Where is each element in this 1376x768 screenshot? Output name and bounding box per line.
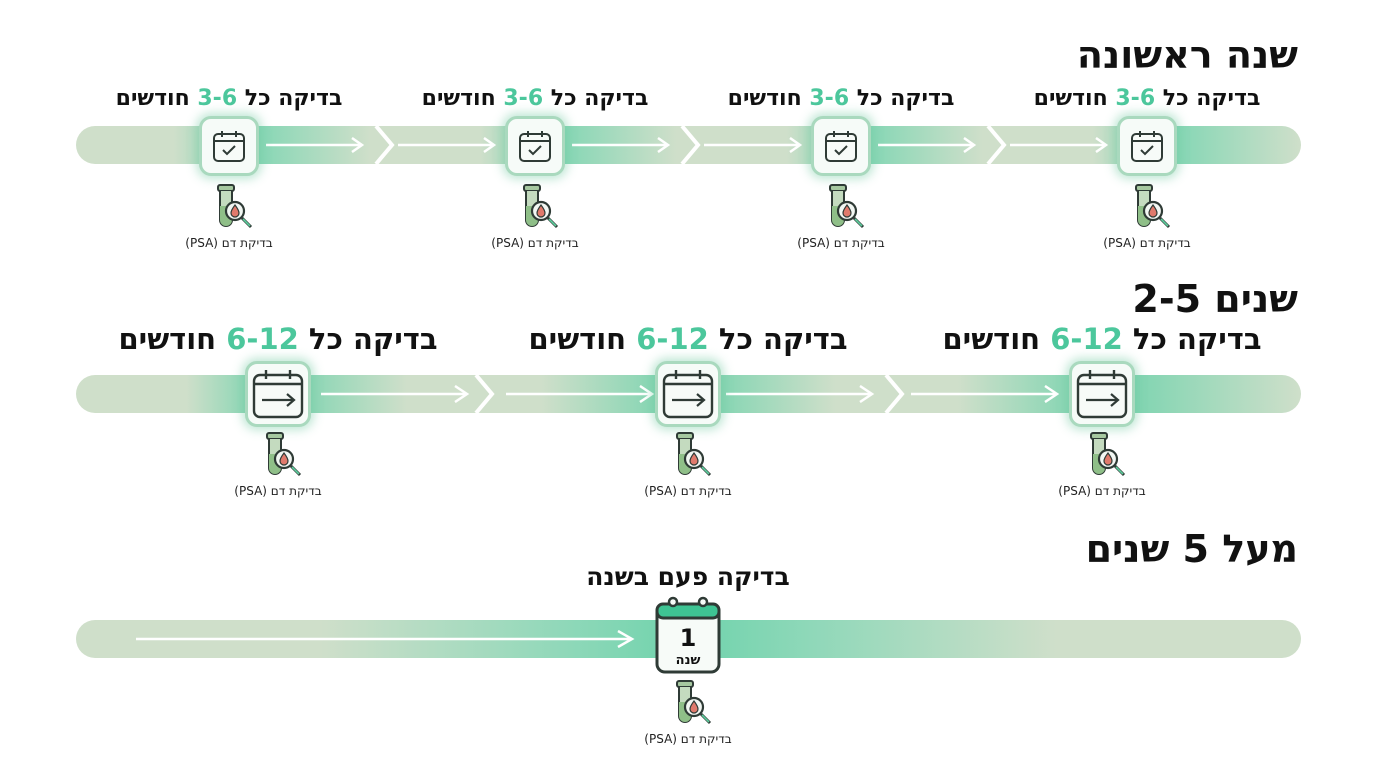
checkpoint-node: [199, 116, 259, 176]
interval-prefix: בדיקה כל: [550, 86, 649, 111]
section-title-year-1: שנה ראשונה: [1076, 33, 1298, 77]
calendar-check-icon: [212, 129, 246, 163]
interval-number: 6-12: [226, 322, 299, 356]
interval-prefix: בדיקה כל: [1162, 86, 1261, 111]
checkpoint-node: [1069, 361, 1135, 427]
blood-test-tube-icon: [824, 184, 866, 236]
arrow-right-icon: [321, 385, 470, 403]
calendar-arrow-icon: [662, 369, 714, 419]
arrow-right-icon: [398, 137, 497, 153]
arrow-right-icon: [1010, 137, 1109, 153]
interval-suffix: חודשים: [727, 86, 802, 111]
calendar-arrow-icon: [252, 369, 304, 419]
chevron-separator: [884, 375, 905, 413]
chevron-separator: [374, 126, 395, 164]
checkpoint-node: [811, 116, 871, 176]
calendar-year-icon: 1 שנה: [655, 596, 721, 674]
blood-test-tube-icon: [1130, 184, 1172, 236]
interval-prefix: בדיקה כל: [718, 322, 848, 356]
interval-suffix: חודשים: [118, 322, 217, 356]
interval-number: 3-6: [503, 86, 544, 111]
interval-prefix: בדיקה כל: [856, 86, 955, 111]
chevron-separator: [474, 375, 495, 413]
blood-test-label: בדיקת דם (PSA): [234, 484, 322, 498]
blood-test-label: בדיקת דם (PSA): [185, 236, 273, 250]
timeline-bar-year-1: [76, 126, 1301, 164]
chevron-separator: [986, 126, 1007, 164]
arrow-right-icon: [878, 137, 977, 153]
interval-suffix: חודשים: [115, 86, 190, 111]
interval-label: בדיקה כל 6-12 חודשים: [528, 322, 847, 356]
interval-label: בדיקה כל 3-6 חודשים: [728, 86, 955, 111]
annual-check-label: בדיקה פעם בשנה: [586, 562, 790, 591]
blood-test-tube-icon: [212, 184, 254, 236]
blood-test-label: בדיקת דם (PSA): [797, 236, 885, 250]
interval-label: בדיקה כל 6-12 חודשים: [118, 322, 437, 356]
checkpoint-node: [655, 361, 721, 427]
interval-label: בדיקה כל 6-12 חודשים: [942, 322, 1261, 356]
interval-label: בדיקה כל 3-6 חודשים: [422, 86, 649, 111]
arrow-right-icon: [266, 137, 365, 153]
section-title-years-2-5: שנים 2-5: [1132, 277, 1298, 321]
blood-test-tube-icon: [671, 680, 713, 732]
interval-number: 3-6: [809, 86, 850, 111]
chevron-separator: [680, 126, 701, 164]
arrow-right-icon: [572, 137, 671, 153]
blood-test-tube-icon: [1085, 432, 1127, 484]
blood-test-tube-icon: [518, 184, 560, 236]
blood-test-tube-icon: [671, 432, 713, 484]
blood-test-label: בדיקת דם (PSA): [1058, 484, 1146, 498]
arrow-right-icon: [704, 137, 803, 153]
interval-number: 3-6: [197, 86, 238, 111]
interval-prefix: בדיקה כל: [308, 322, 438, 356]
interval-suffix: חודשים: [528, 322, 627, 356]
interval-label: בדיקה כל 3-6 חודשים: [116, 86, 343, 111]
interval-suffix: חודשים: [942, 322, 1041, 356]
calendar-year-unit: שנה: [676, 653, 701, 668]
checkpoint-node: [1117, 116, 1177, 176]
arrow-right-icon: [726, 385, 875, 403]
calendar-check-icon: [518, 129, 552, 163]
checkpoint-node: [245, 361, 311, 427]
interval-suffix: חודשים: [421, 86, 496, 111]
interval-number: 3-6: [1115, 86, 1156, 111]
arrow-right-icon: [911, 385, 1060, 403]
arrow-right-icon: [506, 385, 655, 403]
interval-number: 6-12: [1050, 322, 1123, 356]
blood-test-label: בדיקת דם (PSA): [1103, 236, 1191, 250]
interval-prefix: בדיקה כל: [244, 86, 343, 111]
blood-test-label: בדיקת דם (PSA): [491, 236, 579, 250]
calendar-year-number: 1: [680, 624, 697, 652]
section-title-over-5-years: מעל 5 שנים: [1085, 527, 1298, 571]
calendar-check-icon: [824, 129, 858, 163]
interval-label: בדיקה כל 3-6 חודשים: [1034, 86, 1261, 111]
blood-test-label: בדיקת דם (PSA): [644, 732, 732, 746]
calendar-check-icon: [1130, 129, 1164, 163]
checkpoint-node: [505, 116, 565, 176]
interval-number: 6-12: [636, 322, 709, 356]
calendar-arrow-icon: [1076, 369, 1128, 419]
blood-test-label: בדיקת דם (PSA): [644, 484, 732, 498]
arrow-right-icon: [136, 630, 635, 648]
blood-test-tube-icon: [261, 432, 303, 484]
interval-prefix: בדיקה כל: [1132, 322, 1262, 356]
interval-suffix: חודשים: [1033, 86, 1108, 111]
